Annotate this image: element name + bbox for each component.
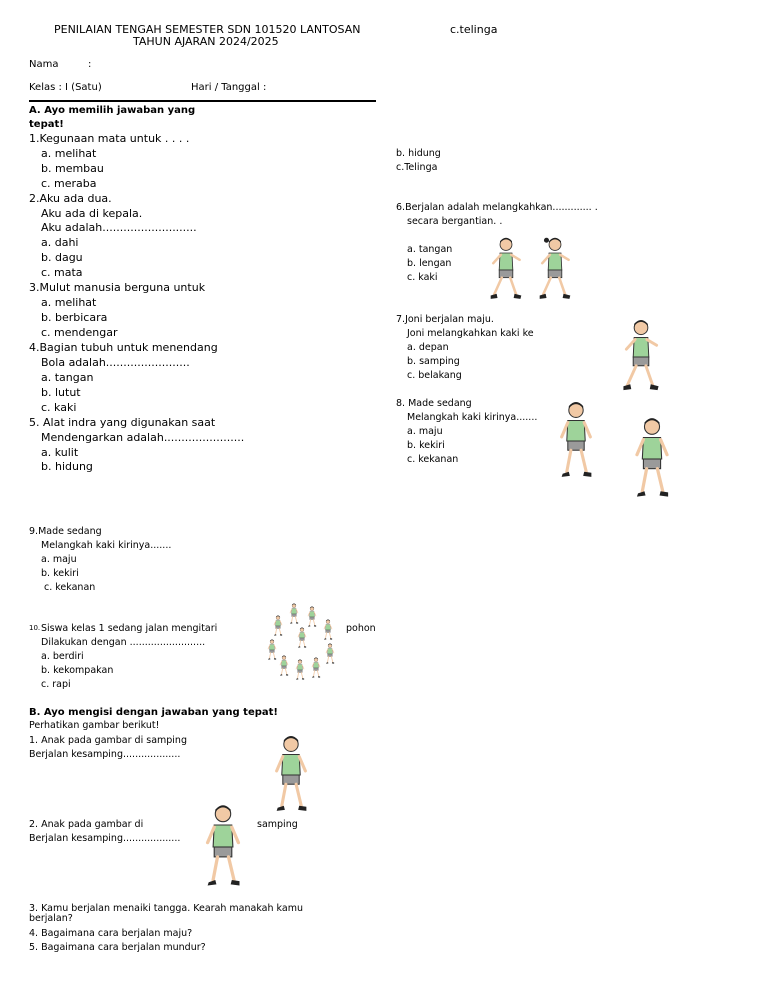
exam-title-line1: PENILAIAN TENGAH SEMESTER SDN 101520 LAN… bbox=[54, 23, 361, 36]
q3-option-c: c. mendengar bbox=[41, 326, 118, 339]
q1-option-b: b. membau bbox=[41, 162, 104, 175]
q1-option-a: a. melihat bbox=[41, 147, 97, 160]
exam-title-line2: TAHUN AJARAN 2024/2025 bbox=[133, 35, 279, 48]
q5-option-a: a. kulit bbox=[41, 446, 79, 459]
section-a-title: A. Ayo memilih jawaban yang bbox=[29, 105, 196, 116]
q10-option-b: b. kekompakan bbox=[41, 665, 114, 676]
section-a-title-cont: tepat! bbox=[29, 119, 64, 130]
b-q1: 1. Anak pada gambar di samping bbox=[29, 735, 187, 746]
b-q3: 3. Kamu berjalan menaiki tangga. Kearah … bbox=[29, 903, 303, 914]
q7-option-b: b. samping bbox=[407, 356, 460, 367]
b-q2-end: samping bbox=[257, 819, 298, 830]
b-q2: 2. Anak pada gambar di bbox=[29, 819, 144, 830]
kelas-label: Kelas : I (Satu) bbox=[29, 82, 102, 93]
q7-option-c: c. belakang bbox=[407, 370, 462, 381]
q5-option-c-right: c.Telinga bbox=[396, 162, 438, 173]
b-q4: 4. Bagaimana cara berjalan maju? bbox=[29, 928, 193, 939]
q4-option-c: c. kaki bbox=[41, 401, 77, 414]
q2-option-a: a. dahi bbox=[41, 236, 79, 249]
q3-option-b: b. berbicara bbox=[41, 311, 108, 324]
q5-stem-2: Mendengarkan adalah.....................… bbox=[41, 431, 245, 444]
b-q2-boy-image bbox=[198, 803, 248, 891]
q5-option-b-right: b. hidung bbox=[396, 148, 441, 159]
q7-stem: 7.Joni berjalan maju. bbox=[396, 314, 494, 325]
q10-stem-end: pohon bbox=[346, 623, 376, 634]
nama-label: Nama bbox=[29, 59, 59, 70]
q2-option-b: b. dagu bbox=[41, 251, 83, 264]
q2-option-c: c. mata bbox=[41, 266, 83, 279]
hari-tanggal-label: Hari / Tanggal : bbox=[191, 82, 267, 93]
q4-option-b: b. lutut bbox=[41, 386, 81, 399]
q6-option-b: b. lengan bbox=[407, 258, 452, 269]
q3-option-a: a. melihat bbox=[41, 296, 97, 309]
q8-option-c: c. kekanan bbox=[407, 454, 459, 465]
q6-option-c: c. kaki bbox=[407, 272, 438, 283]
q5-stem: 5. Alat indra yang digunakan saat bbox=[29, 416, 216, 429]
q10-stem: Siswa kelas 1 sedang jalan mengitari bbox=[41, 623, 218, 634]
q8-option-b: b. kekiri bbox=[407, 440, 445, 451]
boy-stepping-right-image bbox=[628, 416, 676, 502]
b-q1-boy-image bbox=[266, 734, 316, 816]
q9-stem-2: Melangkah kaki kirinya....... bbox=[41, 540, 172, 551]
section-b-intro: Perhatikan gambar berikut! bbox=[29, 720, 160, 731]
q7-stem-2: Joni melangkahkan kaki ke bbox=[407, 328, 534, 339]
q6-option-a: a. tangan bbox=[407, 244, 453, 255]
q9-option-b: b. kekiri bbox=[41, 568, 79, 579]
walking-girl-image bbox=[537, 236, 573, 304]
q6-stem-2: secara bergantian. . bbox=[407, 216, 503, 227]
q10-number: 10. bbox=[29, 624, 41, 632]
q6-stem: 6.Berjalan adalah melangkahkan..........… bbox=[396, 202, 598, 213]
b-q5: 5. Bagaimana cara berjalan mundur? bbox=[29, 942, 206, 953]
boy-stepping-left-image bbox=[553, 400, 599, 482]
q4-option-a: a. tangan bbox=[41, 371, 94, 384]
boy-walking-forward-image bbox=[616, 318, 666, 396]
q7-option-a: a. depan bbox=[407, 342, 449, 353]
q2-stem-2: Aku ada di kepala. bbox=[41, 207, 143, 220]
q4-stem-2: Bola adalah........................ bbox=[41, 356, 190, 369]
q4-stem: 4.Bagian tubuh untuk menendang bbox=[29, 341, 218, 354]
q9-stem: 9.Made sedang bbox=[29, 526, 102, 537]
q2-stem-3: Aku adalah........................... bbox=[41, 221, 197, 234]
q5-option-b: b. hidung bbox=[41, 460, 93, 473]
q10-option-a: a. berdiri bbox=[41, 651, 84, 662]
b-q1-cont: Berjalan kesamping................... bbox=[29, 749, 181, 760]
q9-option-c: c. kekanan bbox=[44, 582, 96, 593]
nama-colon: : bbox=[88, 59, 92, 70]
q8-option-a: a. maju bbox=[407, 426, 443, 437]
q8-stem: 8. Made sedang bbox=[396, 398, 472, 409]
q8-stem-2: Melangkah kaki kirinya....... bbox=[407, 412, 538, 423]
q10-stem-2: Dilakukan dengan .......................… bbox=[41, 637, 206, 648]
q10-option-c: c. rapi bbox=[41, 679, 71, 690]
stray-option-text: c.telinga bbox=[450, 23, 498, 36]
children-circling-tree-image bbox=[267, 603, 335, 681]
q1-option-c: c. meraba bbox=[41, 177, 97, 190]
section-b-title: B. Ayo mengisi dengan jawaban yang tepat… bbox=[29, 707, 278, 718]
header-divider bbox=[29, 100, 376, 102]
q9-option-a: a. maju bbox=[41, 554, 77, 565]
q3-stem: 3.Mulut manusia berguna untuk bbox=[29, 281, 206, 294]
b-q2-cont: Berjalan kesamping................... bbox=[29, 833, 181, 844]
b-q3-cont: berjalan? bbox=[29, 913, 73, 924]
q2-stem: 2.Aku ada dua. bbox=[29, 192, 112, 205]
walking-boy-image bbox=[488, 236, 524, 304]
q1-stem: 1.Kegunaan mata untuk . . . . bbox=[29, 132, 190, 145]
